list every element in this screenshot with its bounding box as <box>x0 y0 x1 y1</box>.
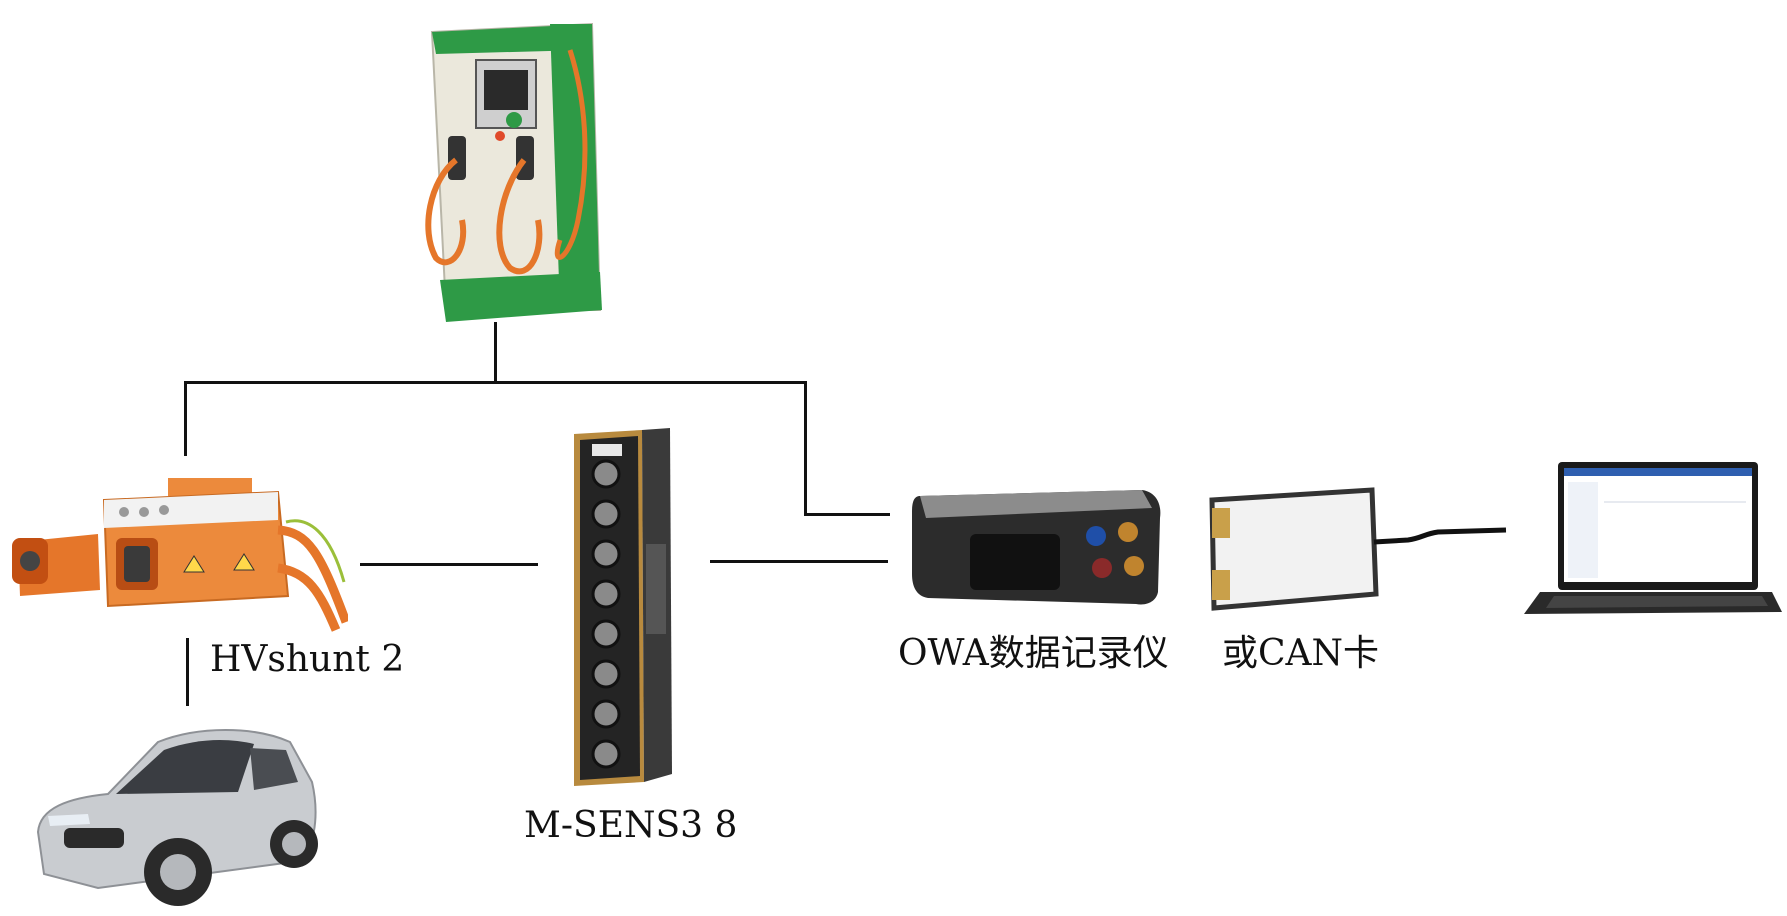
msens-module-icon <box>574 428 672 786</box>
wire-bus-to-owa-vertical <box>804 381 807 515</box>
wire-charger-down <box>494 322 497 382</box>
can-card <box>1208 486 1508 612</box>
wire-hvshunt-to-msens <box>360 563 538 566</box>
wire-bus-to-owa-horizontal <box>804 513 890 516</box>
owa-label: OWA数据记录仪 <box>898 633 1169 674</box>
laptop-icon <box>1524 462 1782 614</box>
wire-hvshunt-to-car <box>186 638 189 706</box>
laptop <box>1518 456 1782 620</box>
car <box>28 712 318 912</box>
owa-logger <box>906 474 1166 610</box>
wire-msens-to-owa <box>710 560 888 563</box>
wire-bus-horizontal <box>184 381 807 384</box>
can-label: 或CAN卡 <box>1222 633 1380 674</box>
msens-module <box>566 424 676 786</box>
wire-bus-to-hvshunt <box>184 381 187 456</box>
can-card-icon <box>1209 487 1507 611</box>
charging-station <box>410 10 610 326</box>
msens-label: M-SENS3 8 <box>524 805 738 846</box>
hvshunt-device <box>8 472 348 632</box>
hvshunt-label: HVshunt 2 <box>210 639 405 680</box>
car-icon <box>36 729 318 906</box>
charging-station-icon <box>425 22 602 322</box>
owa-logger-icon <box>912 490 1161 605</box>
hvshunt-device-icon <box>12 478 348 632</box>
